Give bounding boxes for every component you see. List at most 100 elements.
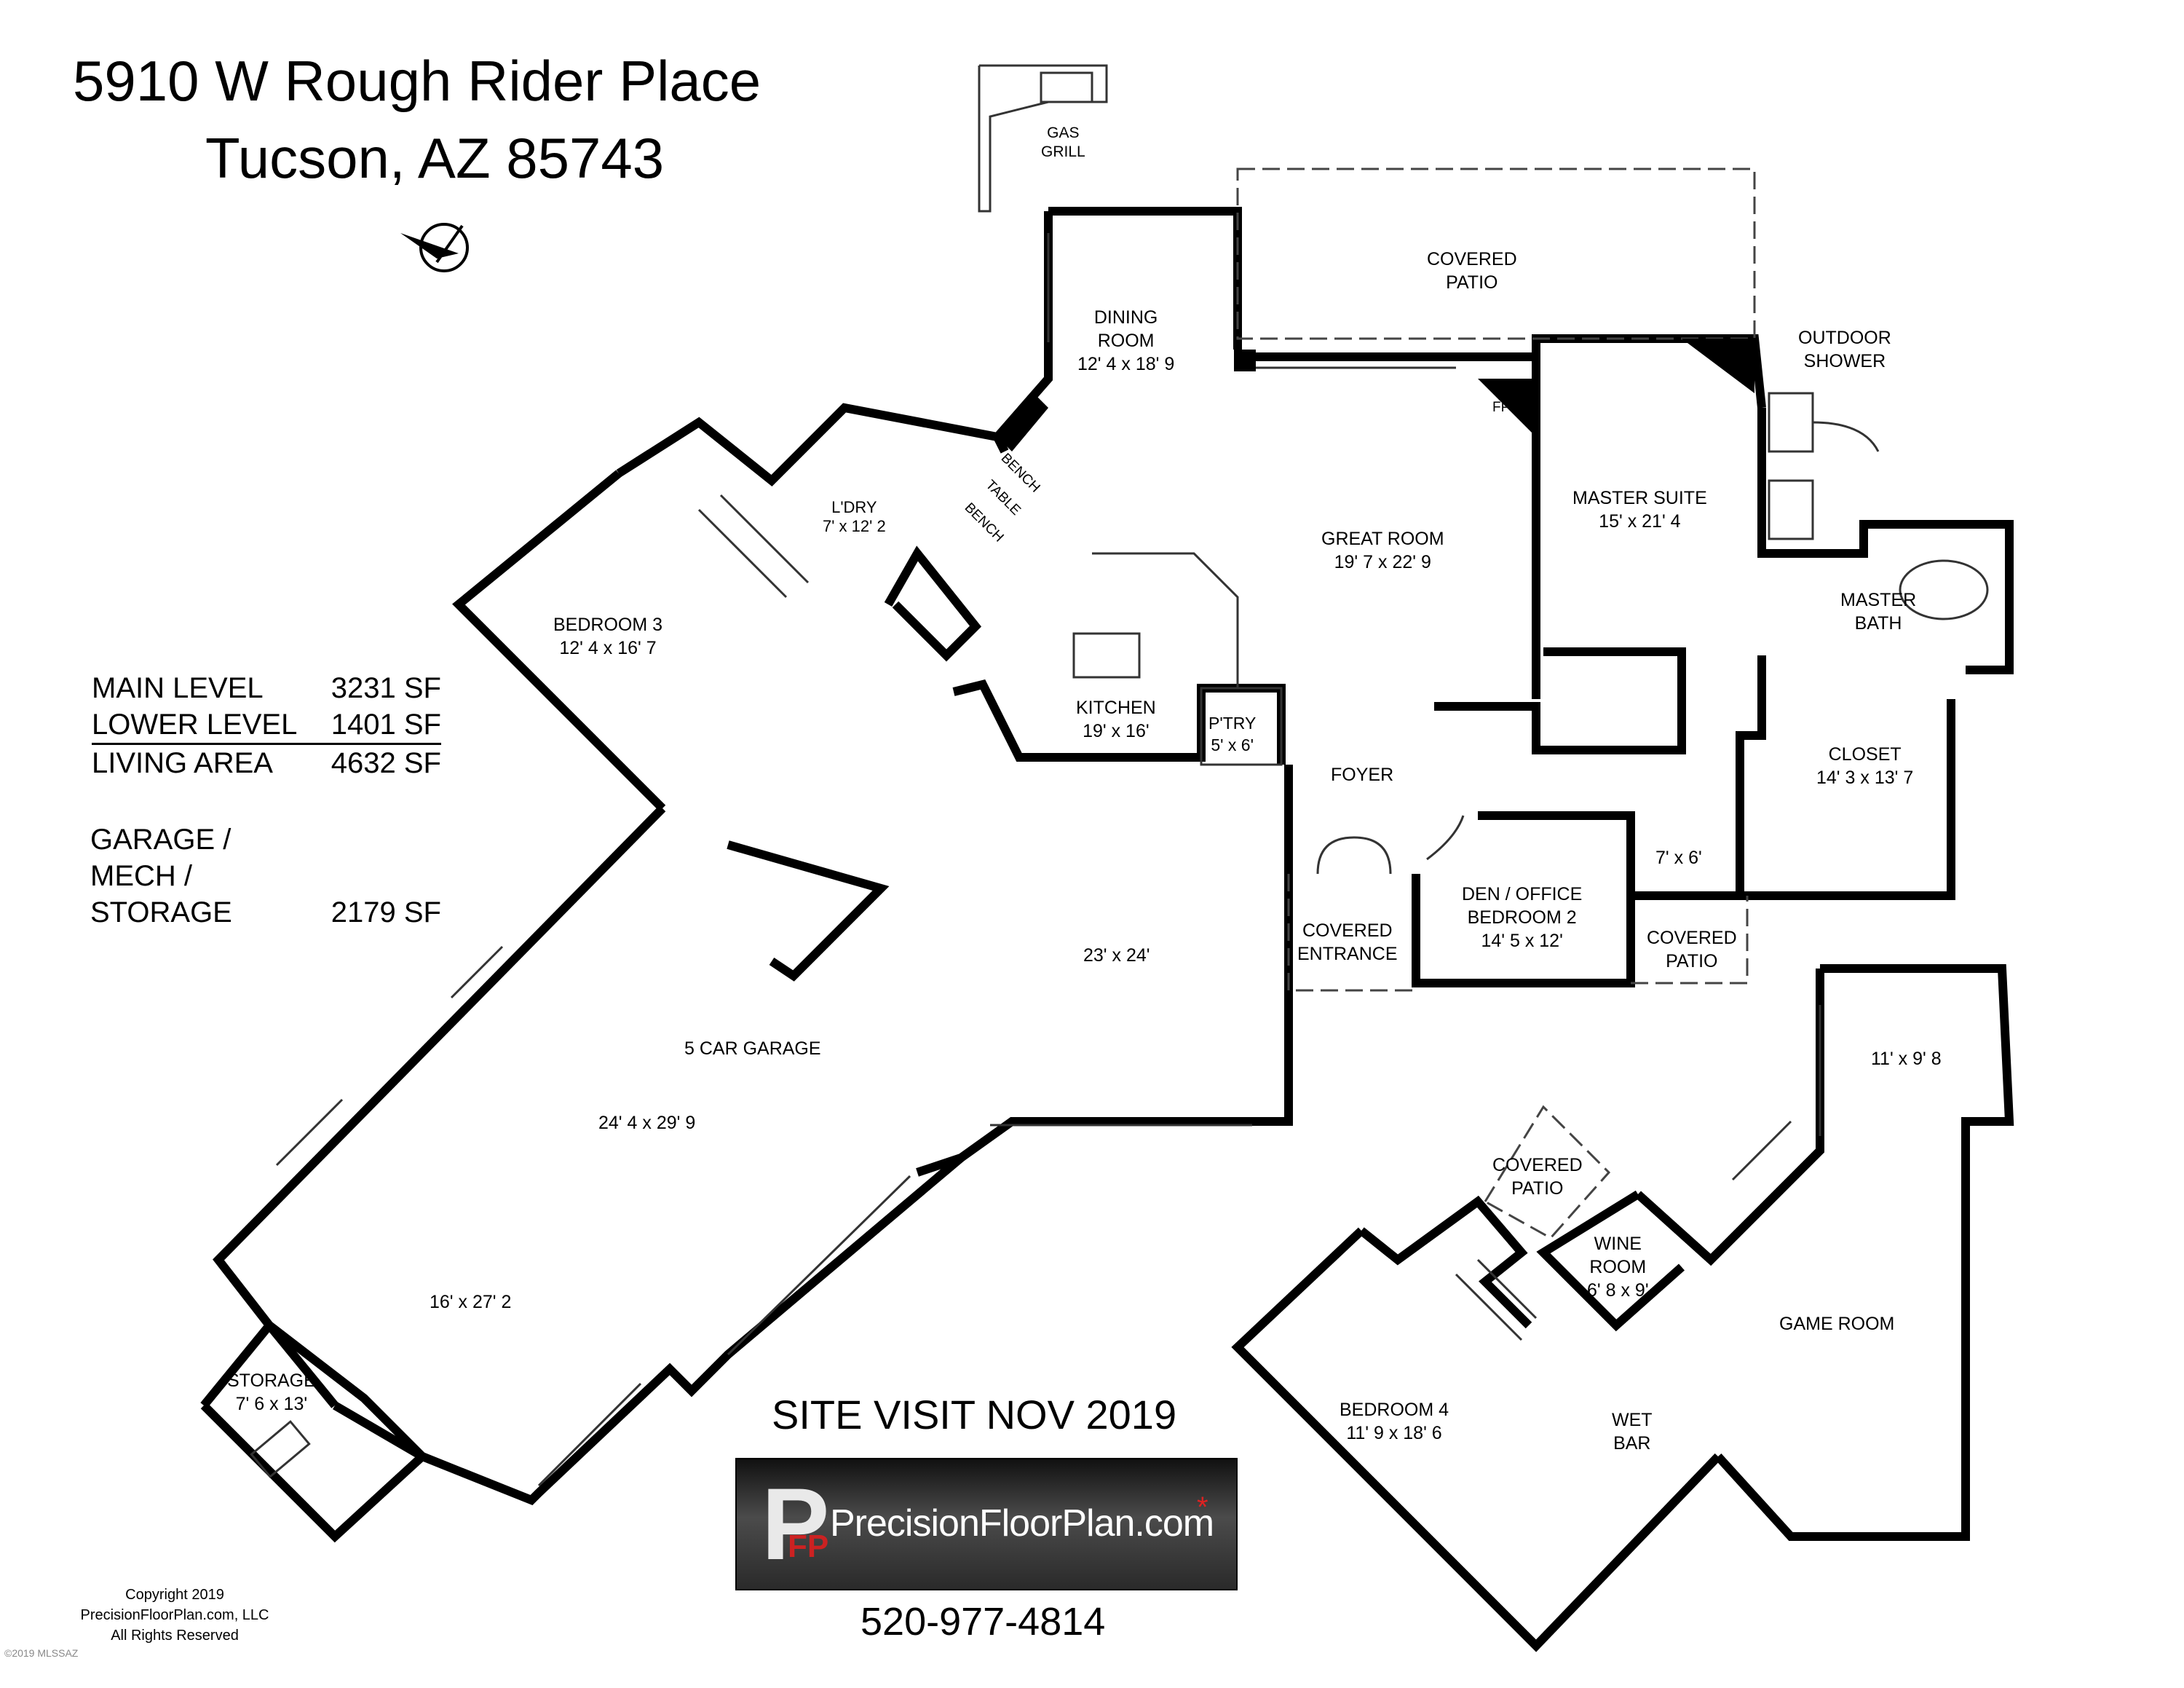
patio-post-left [1234,350,1256,371]
covered-patio-lower-outline [1483,1105,1611,1239]
master-bath-wall [1757,408,2014,674]
foyer-door-1 [1316,836,1355,875]
label-fireplace-2: FP [1725,359,1744,374]
laundry-wall [616,403,999,487]
master-closet-wall [1434,647,1686,754]
laundry-lower-wall [884,545,982,662]
dining-corner-post [997,393,1048,451]
game-room-wall [1714,964,2014,1541]
copyright-line: Copyright 2019 [125,1587,224,1603]
foyer-door-2 [1353,836,1392,875]
company-logo: P FP PrecisionFloorPlan.com * [735,1458,1238,1590]
stat-value: 4632 SF [331,747,441,779]
garage-window-2 [450,945,504,999]
copyright-line: PrecisionFloorPlan.com, LLC [80,1607,269,1623]
stat-label: LIVING AREA [92,747,273,779]
phone-number: 520-977-4814 [860,1600,1106,1644]
covered-patio-front-outline [1631,896,1749,985]
north-arrow-icon [400,223,469,272]
garage-stat-line: GARAGE / [90,824,232,856]
master-shower [1768,479,1814,540]
storage-wall [200,1319,429,1543]
patio-outlines [1236,167,1756,1239]
label-fireplace-1: FP [1492,400,1511,415]
copyright-block: Copyright 2019 PrecisionFloorPlan.com, L… [66,1585,284,1646]
stat-lower-level: LOWER LEVEL 1401 SF [92,706,441,745]
covered-entrance-outline [1287,874,1416,992]
outdoor-shower-door [1812,421,1880,452]
covered-patio-top-outline [1236,167,1756,340]
garage-stat-value: 2179 SF [331,896,441,928]
logo-mark-sub: FP [788,1529,829,1564]
garage-door-2 [727,1175,911,1356]
garage-mech-wall [727,840,890,982]
stair-2 [719,494,810,584]
stat-label: LOWER LEVEL [92,709,298,741]
foyer-wall [916,765,1293,1177]
label-garage-dim-2: 24' 4 x 29' 9 [598,1113,696,1133]
bedroom4-wall [1231,1227,1722,1652]
bedroom3-wall [452,470,666,812]
bedroom4-inner-wall [1358,1195,1532,1329]
logo-text: PrecisionFloorPlan.com [830,1502,1214,1545]
grill-outline [978,64,1108,213]
thin-lines [250,64,1989,1487]
address-line-1: 5910 W Rough Rider Place [73,49,761,113]
kitchen-counter [1092,552,1239,688]
pantry-box [1200,687,1283,766]
label-garage-dim-3: 16' x 27' 2 [430,1292,512,1312]
stat-value: 3231 SF [331,672,441,704]
logo-star-icon: * [1197,1491,1208,1523]
mls-watermark: ©2019 MLSSAZ [4,1647,79,1659]
den-top-wall [1478,811,1635,896]
label-closet-small: 7' x 6' [1655,848,1702,868]
stat-value: 1401 SF [331,709,441,741]
garage-door-3 [537,1382,642,1487]
main-level-walls [200,207,2014,1543]
master-tub [1899,559,1989,620]
stat-main-level: MAIN LEVEL 3231 SF [92,670,441,706]
fireplace-1 [1478,379,1536,437]
address-line-2: Tucson, AZ 85743 [205,126,665,190]
stat-living-area: LIVING AREA 4632 SF [92,745,441,781]
garage-window-1 [275,1098,344,1167]
storage-shelf [250,1420,311,1478]
game-room-window [1731,1120,1792,1181]
game-room-inner-wall [1634,969,1824,1266]
wine-room-wall [1536,1190,1685,1332]
grill-box [1040,71,1093,103]
den-door [1426,815,1465,861]
logo-mark-icon: P [761,1467,830,1581]
garage-stat-line: STORAGE [90,896,232,928]
site-visit-note: SITE VISIT NOV 2019 [772,1392,1177,1437]
stair-4 [1476,1258,1538,1320]
outdoor-shower-box [1768,392,1814,453]
closet-wall [1736,655,1955,900]
label-5-car-garage: 5 CAR GARAGE [684,1038,821,1059]
label-foyer: FOYER [1331,765,1394,785]
stat-label: MAIN LEVEL [92,672,264,704]
garage-stats: GARAGE / MECH / STORAGE 2179 SF [90,821,441,931]
kitchen-island [1072,632,1141,679]
copyright-line: All Rights Reserved [111,1628,239,1644]
area-stats: MAIN LEVEL 3231 SF LOWER LEVEL 1401 SF L… [92,670,441,781]
